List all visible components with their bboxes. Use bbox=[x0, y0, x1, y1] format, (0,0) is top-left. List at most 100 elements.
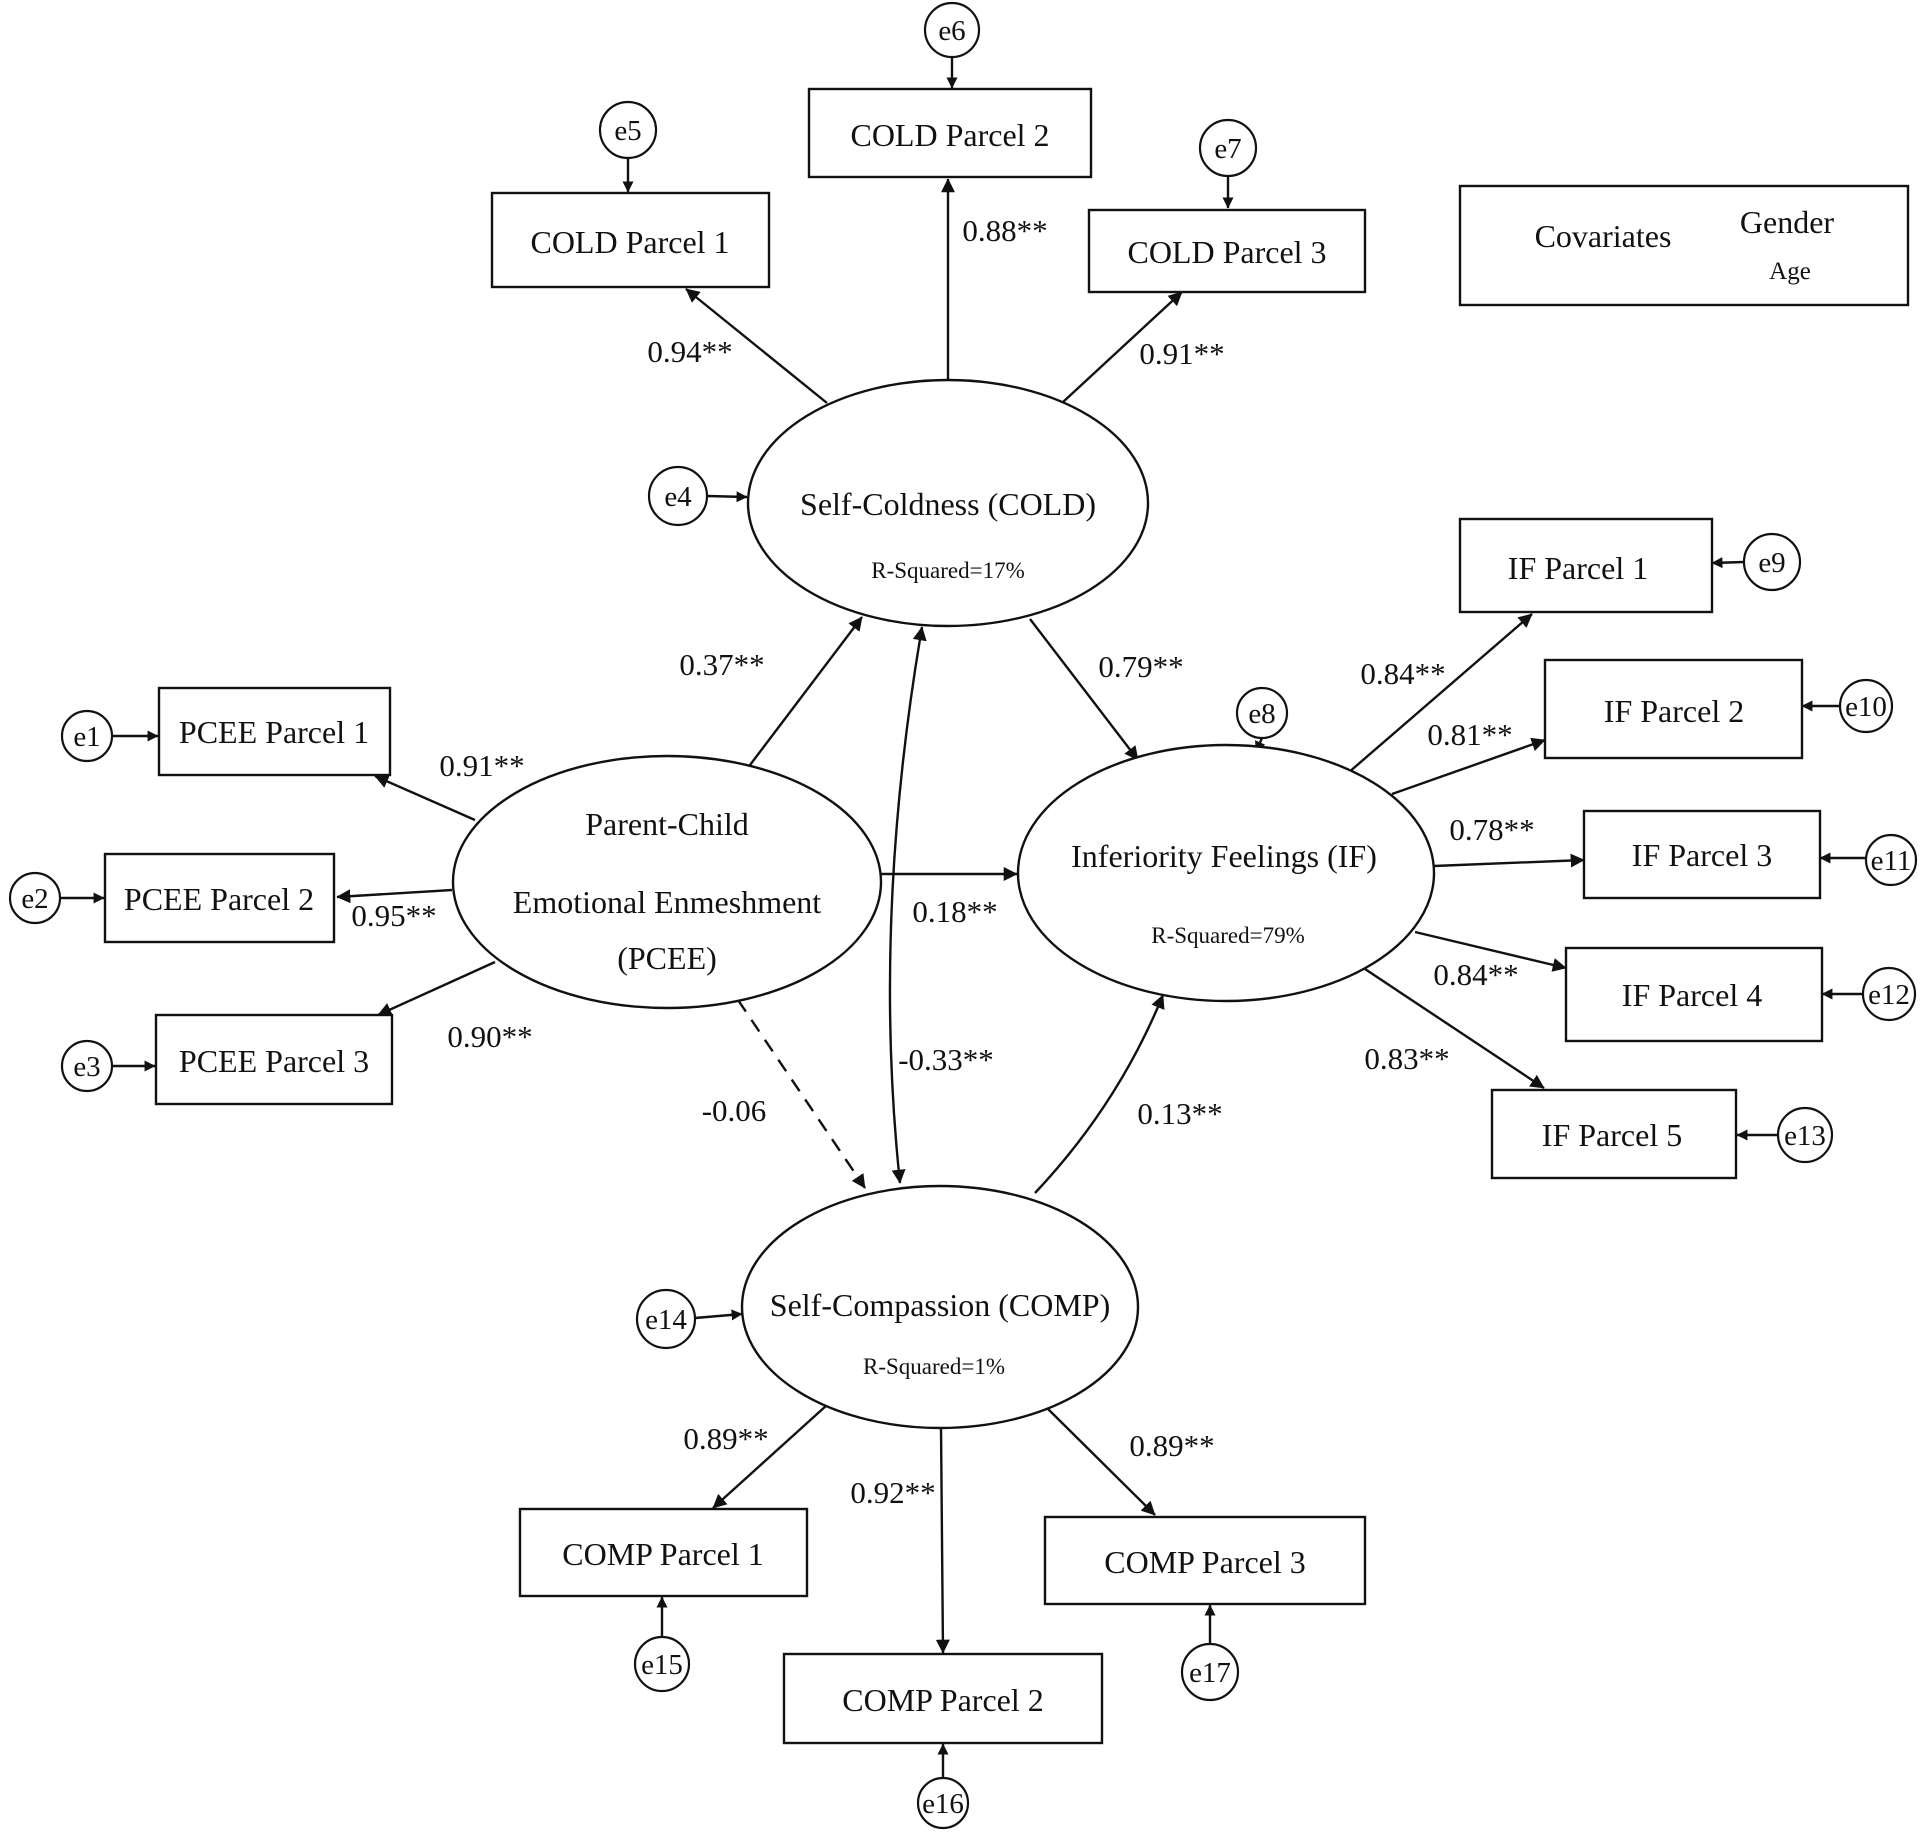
loading-inf-2 bbox=[1391, 737, 1546, 796]
latent-comp-r2: R-Squared=1% bbox=[863, 1354, 1005, 1379]
pcee-parcel-1-label: PCEE Parcel 1 bbox=[179, 714, 369, 750]
error-arrows bbox=[60, 57, 1866, 1782]
error-e6-circle bbox=[923, 1, 981, 59]
coef-comp-3: 0.89** bbox=[1129, 1428, 1214, 1463]
error-e12-label: e12 bbox=[1868, 979, 1910, 1011]
path-coefficients: 0.37** 0.79** 0.18** -0.33** -0.06 0.13*… bbox=[679, 647, 1222, 1131]
if-parcel-1-box bbox=[1458, 517, 1714, 614]
if-parcel-2-label: IF Parcel 2 bbox=[1604, 693, 1744, 729]
cold-parcel-3-label: COLD Parcel 3 bbox=[1127, 234, 1326, 270]
if-parcel-4-label: IF Parcel 4 bbox=[1622, 977, 1762, 1013]
error-terms: e1 e2 e3 e4 e5 e6 e7 e8 e9 e10 e11 e12 e… bbox=[8, 1, 1918, 1830]
error-e4-circle bbox=[647, 465, 709, 527]
error-e11-label: e11 bbox=[1871, 845, 1912, 877]
comp-parcel-1-box bbox=[518, 1507, 809, 1598]
latent-comp-ellipse bbox=[740, 1184, 1140, 1430]
loading-pcee-3 bbox=[377, 960, 496, 1017]
error-arrow-e4 bbox=[706, 491, 748, 503]
latent-inf: Inferiority Feelings (IF) R-Squared=79% bbox=[1016, 743, 1436, 1003]
error-arrow-e14 bbox=[694, 1309, 743, 1321]
error-e1-label: e1 bbox=[73, 721, 100, 753]
loading-coefficients: 0.91** 0.95** 0.90** 0.94** 0.88** 0.91*… bbox=[351, 213, 1534, 1510]
cold-parcel-1-box bbox=[490, 191, 771, 289]
error-e10-label: e10 bbox=[1845, 691, 1887, 723]
indicators-inf: IF Parcel 1 IF Parcel 2 IF Parcel 3 IF P… bbox=[1458, 517, 1824, 1180]
error-e2-label: e2 bbox=[21, 883, 48, 915]
error-e1-circle bbox=[60, 709, 114, 763]
loading-paths bbox=[336, 178, 1585, 1654]
pcee-parcel-3-label: PCEE Parcel 3 bbox=[179, 1043, 369, 1079]
error-e9-circle bbox=[1742, 532, 1802, 592]
coef-inf-1: 0.84** bbox=[1360, 656, 1445, 691]
error-e7-label: e7 bbox=[1214, 133, 1241, 165]
error-e3-label: e3 bbox=[73, 1051, 100, 1083]
error-e16-label: e16 bbox=[922, 1788, 964, 1820]
latent-cold: Self-Coldness (COLD) R-Squared=17% bbox=[746, 378, 1150, 628]
comp-parcel-1-label: COMP Parcel 1 bbox=[562, 1536, 763, 1572]
coef-inf-5: 0.83** bbox=[1364, 1041, 1449, 1076]
coef-inf-2: 0.81** bbox=[1427, 717, 1512, 752]
if-parcel-3-box bbox=[1582, 809, 1822, 900]
error-e14-label: e14 bbox=[645, 1304, 687, 1336]
error-e11-circle bbox=[1864, 833, 1918, 887]
coef-comp-inf: 0.13** bbox=[1137, 1096, 1222, 1131]
path-cold-to-inf bbox=[1029, 618, 1139, 761]
latent-inf-ellipse bbox=[1016, 743, 1436, 1003]
error-e16-circle bbox=[916, 1776, 970, 1830]
structural-paths bbox=[737, 616, 1165, 1194]
comp-parcel-2-box bbox=[782, 1652, 1104, 1745]
if-parcel-1-label: IF Parcel 1 bbox=[1508, 550, 1648, 586]
error-e8-circle bbox=[1235, 686, 1289, 740]
error-e13-label: e13 bbox=[1784, 1120, 1826, 1152]
loading-inf-1 bbox=[1347, 613, 1533, 774]
coef-inf-4: 0.84** bbox=[1433, 957, 1518, 992]
error-e17-circle bbox=[1180, 1642, 1240, 1702]
coef-pcee-inf: 0.18** bbox=[912, 894, 997, 929]
latent-cold-r2: R-Squared=17% bbox=[871, 558, 1025, 583]
coef-pcee-cold: 0.37** bbox=[679, 647, 764, 682]
indicators-cold: COLD Parcel 1 COLD Parcel 2 COLD Parcel … bbox=[490, 87, 1367, 294]
coef-cold-inf: 0.79** bbox=[1098, 649, 1183, 684]
latent-inf-label: Inferiority Feelings (IF) bbox=[1071, 838, 1377, 874]
if-parcel-5-label: IF Parcel 5 bbox=[1542, 1117, 1682, 1153]
covariance-cold-comp bbox=[888, 626, 927, 1184]
loading-cold-1 bbox=[685, 288, 828, 404]
error-e12-circle bbox=[1861, 966, 1917, 1022]
loading-inf-5 bbox=[1364, 968, 1545, 1089]
error-e4-label: e4 bbox=[664, 481, 692, 513]
error-e5-label: e5 bbox=[614, 115, 641, 147]
coef-pcee-1: 0.91** bbox=[439, 748, 524, 783]
if-parcel-5-box bbox=[1490, 1088, 1738, 1180]
error-e15-label: e15 bbox=[641, 1649, 683, 1681]
error-e17-label: e17 bbox=[1189, 1657, 1231, 1689]
loading-inf-3 bbox=[1433, 853, 1585, 868]
if-parcel-4-box bbox=[1564, 946, 1824, 1043]
error-arrow-e9 bbox=[1711, 557, 1745, 569]
indicators-pcee: PCEE Parcel 1 PCEE Parcel 2 PCEE Parcel … bbox=[103, 686, 394, 1106]
comp-parcel-2-label: COMP Parcel 2 bbox=[842, 1682, 1043, 1718]
error-e3-circle bbox=[60, 1039, 114, 1093]
latent-pcee-line-3: (PCEE) bbox=[617, 940, 717, 976]
cold-parcel-2-label: COLD Parcel 2 bbox=[850, 117, 1049, 153]
indicators-comp: COMP Parcel 1 COMP Parcel 2 COMP Parcel … bbox=[518, 1507, 1367, 1745]
loading-pcee-2 bbox=[336, 888, 453, 904]
loading-comp-3 bbox=[1047, 1408, 1156, 1516]
covariates-title: Covariates bbox=[1535, 218, 1672, 254]
coef-cold-1: 0.94** bbox=[647, 334, 732, 369]
latent-pcee: Parent-Child Emotional Enmeshment (PCEE) bbox=[451, 754, 883, 1010]
coef-cold-2: 0.88** bbox=[962, 213, 1047, 248]
coef-cold-comp: -0.33** bbox=[898, 1042, 994, 1077]
cold-parcel-3-box bbox=[1087, 208, 1367, 294]
coef-pcee-2: 0.95** bbox=[351, 898, 436, 933]
comp-parcel-3-box bbox=[1043, 1515, 1367, 1606]
coef-comp-2: 0.92** bbox=[850, 1475, 935, 1510]
path-pcee-to-cold bbox=[749, 616, 863, 766]
error-e7-circle bbox=[1198, 118, 1258, 178]
error-e15-circle bbox=[633, 1635, 691, 1693]
pcee-parcel-3-box bbox=[154, 1013, 394, 1106]
loading-comp-2 bbox=[935, 1426, 950, 1654]
coef-comp-1: 0.89** bbox=[683, 1421, 768, 1456]
pcee-parcel-2-label: PCEE Parcel 2 bbox=[124, 881, 314, 917]
error-e10-circle bbox=[1838, 678, 1894, 734]
error-e6-label: e6 bbox=[938, 15, 965, 47]
